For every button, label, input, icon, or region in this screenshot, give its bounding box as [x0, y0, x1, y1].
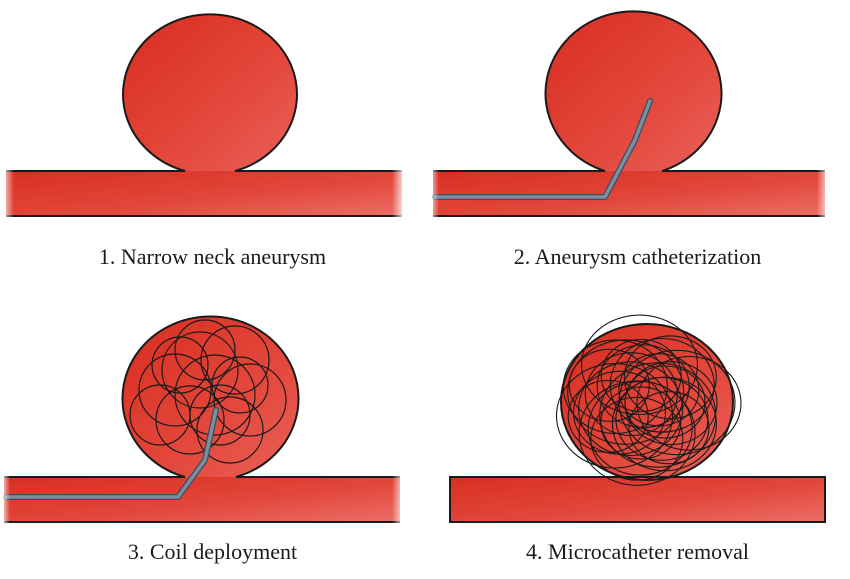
caption-coil-deployment: 3. Coil deployment: [127, 539, 298, 564]
coil-loops: [129, 319, 287, 464]
coil-loop: [211, 356, 269, 414]
caption-aneurysm-catheterization: 2. Aneurysm catheterization: [513, 244, 762, 269]
panel-coil-deployment: 3. Coil deployment: [0, 290, 425, 579]
microcatheter-removal-illustration: [449, 314, 826, 523]
caption-microcatheter-removal: 4. Microcatheter removal: [526, 539, 749, 564]
vessel-wall-top: [565, 476, 729, 478]
vessel-fade-right: [392, 474, 406, 526]
aneurysm-sac: [123, 14, 298, 171]
parent-vessel: [450, 477, 825, 522]
coil-loop: [151, 336, 209, 394]
coil-loop: [213, 363, 287, 437]
coil-loop: [628, 391, 710, 465]
coil-loop: [174, 319, 236, 381]
coil-loop: [600, 338, 682, 413]
microcatheter: [433, 99, 652, 199]
vessel-fade-right: [392, 168, 406, 220]
coil-deployment-illustration: [0, 315, 406, 526]
coil-loop: [161, 331, 239, 409]
coil-loop: [568, 348, 650, 422]
coil-loop: [567, 379, 649, 453]
vessel-fade-left: [0, 474, 10, 526]
coil-mass: [555, 314, 742, 486]
coil-loop: [624, 361, 718, 446]
vessel-fade-left: [427, 168, 439, 220]
parent-vessel: [433, 171, 825, 216]
aneurysm-outline: [544, 10, 723, 172]
coil-loop: [636, 355, 742, 451]
coil-loop: [189, 384, 251, 446]
coil-loop: [578, 361, 684, 457]
narrow-neck-aneurysm-illustration: [0, 13, 406, 220]
coil-loop: [584, 352, 678, 437]
coil-loop: [155, 385, 225, 455]
coil-loop: [611, 376, 717, 472]
microcatheter: [4, 408, 218, 499]
aneurysm-sac: [545, 11, 722, 171]
coil-loop: [623, 335, 717, 420]
coil-loop: [596, 344, 690, 429]
vessel-fade-right: [817, 168, 831, 220]
panel-microcatheter-removal: 4. Microcatheter removal: [425, 290, 850, 579]
coil-loop: [600, 386, 682, 460]
vessel-fade-left: [0, 168, 14, 220]
coil-loop: [200, 325, 270, 395]
coil-loop: [196, 396, 264, 464]
panel-aneurysm-catheterization: 2. Aneurysm catheterization: [425, 0, 850, 289]
coil-loop: [618, 353, 700, 427]
parent-vessel: [6, 171, 402, 216]
caption-narrow-neck-aneurysm: 1. Narrow neck aneurysm: [98, 244, 327, 269]
coil-loop: [580, 314, 699, 416]
aneurysm-outline: [121, 315, 300, 478]
coil-loop: [578, 380, 696, 486]
coil-loop: [174, 354, 256, 436]
aneurysm-catheterization-illustration: [427, 10, 831, 220]
panel-narrow-neck-aneurysm: 1. Narrow neck aneurysm: [0, 0, 425, 289]
coil-loop: [567, 339, 685, 445]
coil-loop: [572, 370, 667, 455]
aneurysm-outline: [122, 13, 298, 172]
coil-loop: [618, 349, 736, 456]
